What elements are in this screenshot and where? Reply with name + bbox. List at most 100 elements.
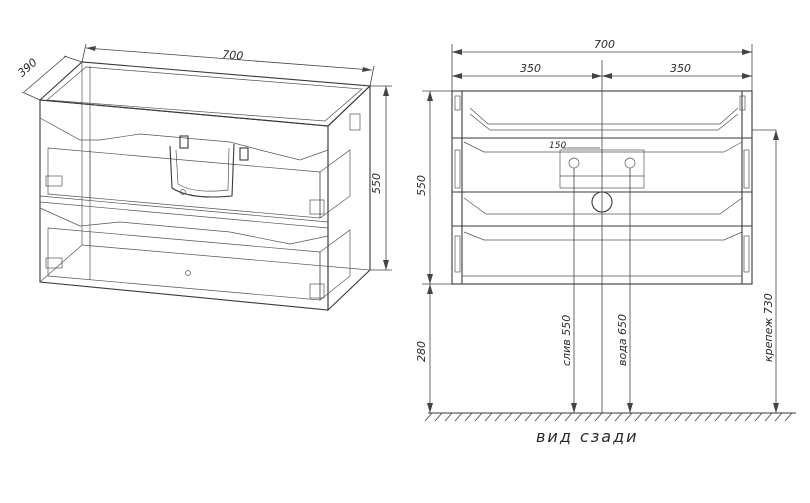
floor-line (424, 412, 796, 422)
floor-hatch-stroke (484, 412, 493, 422)
floor-hatch-stroke (474, 412, 483, 422)
iso-runner-l1 (45, 175, 63, 187)
iso-depth-label: 390 (15, 56, 39, 80)
floor-hatch-stroke (664, 412, 673, 422)
floor-hatch-stroke (564, 412, 573, 422)
floor-hatching (424, 412, 793, 422)
floor-hatch-stroke (434, 412, 443, 422)
rear-left-half-label: 350 (520, 62, 541, 75)
rear-mount-arrow-top (773, 130, 779, 140)
iso-height-arrow-top (383, 86, 389, 96)
iso-bottom-back-long (81, 244, 371, 271)
iso-height-label: 550 (370, 173, 383, 194)
floor-hatch-stroke (524, 412, 533, 422)
iso-drawer-divider (39, 195, 329, 223)
floor-hatch-stroke (514, 412, 523, 422)
rear-drawer1-lip (463, 141, 743, 153)
iso-depth-dim-line (23, 55, 67, 93)
rear-runner-left-1 (454, 149, 461, 189)
rear-runner-right-1 (743, 149, 750, 189)
rear-floor-arrow-top (427, 284, 433, 294)
iso-bottom-back (39, 244, 83, 283)
rear-water-label: вода 650 (616, 314, 629, 366)
rear-water-fitting (624, 157, 636, 169)
rear-runner-right-2 (743, 235, 750, 273)
isometric-cabinet (38, 61, 372, 312)
floor-hatch-stroke (684, 412, 693, 422)
rear-drain-label: слив 550 (560, 315, 573, 366)
rear-mount-arrow-bottom (773, 403, 779, 413)
rear-hanger-left (454, 95, 461, 111)
rear-height-arrow-top (427, 91, 433, 101)
iso-front-face (39, 99, 329, 311)
rear-height-arrow-bottom (427, 274, 433, 284)
rear-width-arrow-left (452, 49, 462, 55)
floor-hatch-stroke (774, 412, 783, 422)
iso-width-arrow-right (362, 67, 372, 72)
floor-hatch-stroke (744, 412, 753, 422)
floor-hatch-stroke (644, 412, 653, 422)
floor-hatch-stroke (674, 412, 683, 422)
rear-center-lines (573, 60, 776, 413)
iso-width-label: 700 (222, 48, 244, 63)
floor-hatch-stroke (754, 412, 763, 422)
rear-view-caption: вид сзади (536, 427, 639, 446)
floor-hatch-stroke (694, 412, 703, 422)
iso-siphon-bracket-2 (239, 147, 249, 161)
floor-hatch-stroke (534, 412, 543, 422)
rear-half-arrow-mid-r (602, 73, 612, 79)
rear-drain-fitting (568, 157, 580, 169)
rear-mid-rail (463, 197, 743, 215)
floor-hatch-stroke (624, 412, 633, 422)
rear-mount-label: крепеж 730 (762, 293, 775, 362)
iso-width-arrow-left (86, 46, 96, 51)
rear-half-arrow-mid-l (592, 73, 602, 79)
rear-runner-left-2 (454, 235, 461, 273)
floor-hatch-stroke (734, 412, 743, 422)
iso-runner-r1 (309, 199, 325, 215)
iso-drawer2-top (39, 207, 329, 245)
rear-width-label: 700 (594, 38, 615, 51)
rear-offset-label: 150 (549, 141, 566, 151)
iso-width-ext-right (369, 65, 375, 87)
iso-runner-r2 (309, 283, 325, 299)
floor-hatch-stroke (784, 412, 793, 422)
iso-depth-ext-front (21, 91, 41, 101)
rear-drain-arrow (571, 403, 577, 413)
rear-water-arrow (627, 403, 633, 413)
rear-half-arrow-left (452, 73, 462, 79)
floor-hatch-stroke (604, 412, 613, 422)
iso-dimensions: 700 390 550 (15, 43, 392, 271)
iso-drawer1-top (39, 117, 329, 161)
rear-width-arrow-right (742, 49, 752, 55)
iso-siphon-cutout (169, 143, 235, 198)
floor-hatch-stroke (454, 412, 463, 422)
rear-height-label: 550 (415, 175, 428, 196)
iso-screw-hole-2 (180, 189, 186, 195)
rear-hanger-right (739, 95, 746, 111)
rear-floor-gap-label: 280 (415, 341, 428, 362)
iso-top-face (38, 61, 372, 127)
floor-hatch-stroke (574, 412, 583, 422)
iso-drawer1-side (319, 149, 351, 219)
floor-hatch-stroke (464, 412, 473, 422)
iso-drawer2-box (47, 227, 321, 301)
floor-hatch-stroke (724, 412, 733, 422)
iso-siphon-inner (175, 147, 230, 192)
iso-depth-ext-back (63, 55, 83, 63)
iso-drawer2-side (319, 229, 351, 301)
iso-siphon-bracket (179, 135, 189, 149)
iso-screw-hole (185, 270, 191, 276)
iso-drawer1-box (47, 147, 321, 219)
rear-dimensions: 700 350 350 150 550 280 слив 550 вода 65… (415, 38, 779, 413)
floor-hatch-stroke (704, 412, 713, 422)
rear-half-arrow-right (742, 73, 752, 79)
iso-height-arrow-bottom (383, 260, 389, 270)
iso-width-dim-line (85, 47, 373, 71)
iso-drawer-divider-2 (39, 201, 329, 229)
rear-drawer2-lip (463, 231, 743, 241)
floor-hatch-stroke (764, 412, 773, 422)
floor-hatch-stroke (424, 412, 433, 422)
